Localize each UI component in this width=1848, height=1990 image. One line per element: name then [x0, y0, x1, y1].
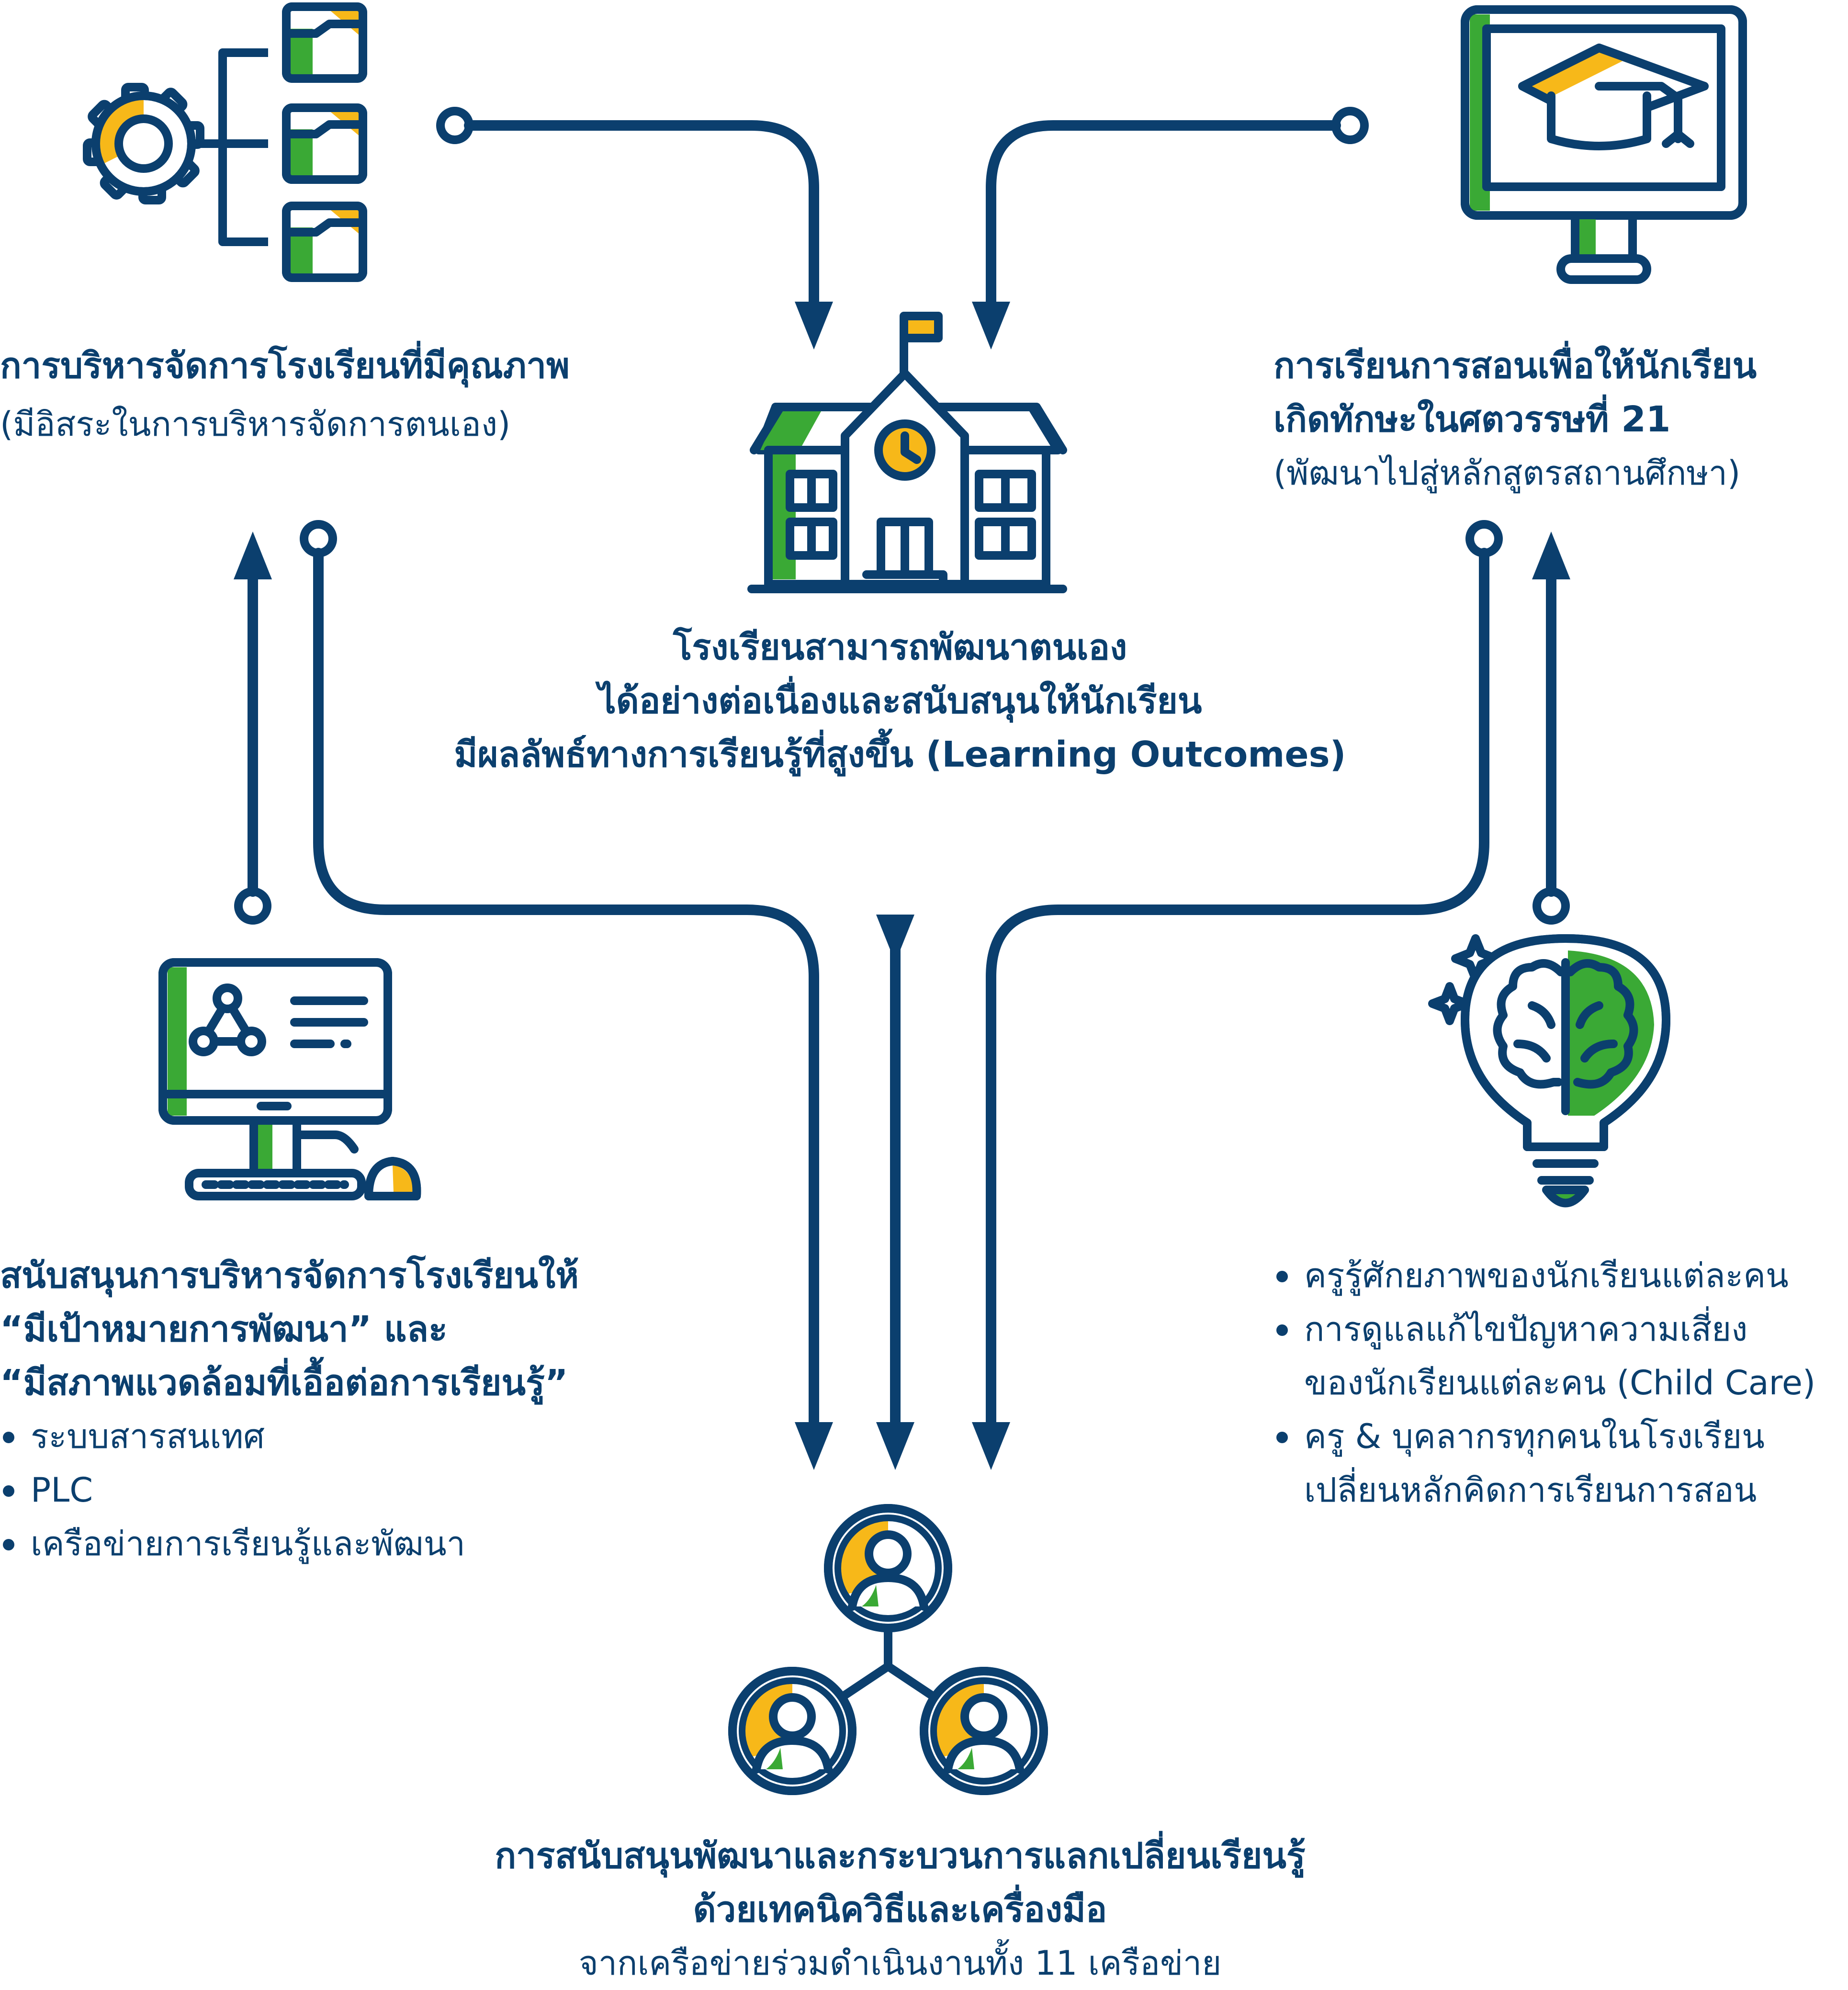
person-top	[824, 1504, 952, 1632]
connector-management-to-school	[436, 107, 833, 350]
school-line-3: มีผลลัพธ์ทางการเรียนรู้ที่สูงขึ้น (Learn…	[454, 734, 1346, 775]
support-bullet-item: PLC	[0, 1463, 579, 1517]
network-computer-icon	[158, 958, 421, 1200]
teachers-bullet-1-line-1: ครูรู้ศักยภาพของนักเรียนแต่ละคน	[1304, 1256, 1789, 1295]
management-subtitle: (มีอิสระในการบริหารจัดการตนเอง)	[0, 405, 511, 444]
teachers-bullet-list: ครูรู้ศักยภาพของนักเรียนแต่ละคน การดูแลแ…	[1273, 1249, 1815, 1356]
gear-folders-icon	[83, 2, 367, 282]
school-statement: โรงเรียนสามารถพัฒนาตนเอง ได้อย่างต่อเนื่…	[421, 621, 1379, 781]
support-bullet-item: ระบบสารสนเทศ	[0, 1410, 579, 1463]
school-building-icon	[747, 312, 1067, 593]
management-title: การบริหารจัดการโรงเรียนที่มีคุณภาพ	[0, 345, 570, 386]
support-block: สนับสนุนการบริหารจัดการโรงเรียนให้ “มีเป…	[0, 1249, 579, 1571]
person-left	[728, 1667, 856, 1795]
teachers-block: ครูรู้ศักยภาพของนักเรียนแต่ละคน การดูแลแ…	[1273, 1249, 1815, 1517]
support-bullet-item: เครือข่ายการเรียนรู้และพัฒนา	[0, 1517, 579, 1571]
teaching-block: การเรียนการสอนเพื่อให้นักเรียน เกิดทักษะ…	[1273, 339, 1757, 500]
teaching-title-line-1: การเรียนการสอนเพื่อให้นักเรียน	[1273, 345, 1757, 386]
teachers-bullet-list-continued: ครู & บุคลากรทุกคนในโรงเรียน	[1273, 1410, 1815, 1463]
connector-teaching-to-network	[972, 520, 1503, 1470]
teachers-bullet-3-line-1: ครู & บุคลากรทุกคนในโรงเรียน	[1304, 1417, 1765, 1456]
school-line-2: ได้อย่างต่อเนื่องและสนับสนุนให้นักเรียน	[598, 680, 1202, 722]
teaching-title-line-2: เกิดทักษะในศตวรรษที่ 21	[1273, 399, 1671, 440]
school-line-1: โรงเรียนสามารถพัฒนาตนเอง	[673, 627, 1127, 668]
teachers-bullet-item: ครู & บุคลากรทุกคนในโรงเรียน	[1273, 1410, 1815, 1463]
connectors	[234, 107, 1570, 1470]
support-title-line-1: สนับสนุนการบริหารจัดการโรงเรียนให้	[0, 1255, 579, 1296]
connector-teaching-to-school	[972, 107, 1369, 350]
teachers-bullet-item: ครูรู้ศักยภาพของนักเรียนแต่ละคน	[1273, 1249, 1815, 1302]
network-title-line-1: การสนับสนุนพัฒนาและกระบวนการแลกเปลี่ยนเร…	[495, 1835, 1306, 1877]
teachers-bullet-item: การดูแลแก้ไขปัญหาความเสี่ยง	[1273, 1302, 1815, 1356]
network-block: การสนับสนุนพัฒนาและกระบวนการแลกเปลี่ยนเร…	[302, 1829, 1499, 1990]
support-bullet-list: ระบบสารสนเทศ PLC เครือข่ายการเรียนรู้และ…	[0, 1410, 579, 1571]
connector-support-to-management	[234, 531, 272, 925]
connector-management-to-network	[300, 520, 833, 1470]
teachers-bullet-2-line-1: การดูแลแก้ไขปัญหาความเสี่ยง	[1304, 1310, 1748, 1349]
person-right	[920, 1667, 1048, 1795]
network-subtitle: จากเครือข่ายร่วมดำเนินงานทั้ง 11 เครือข่…	[578, 1944, 1222, 1983]
teaching-subtitle: (พัฒนาไปสู่หลักสูตรสถานศึกษา)	[1273, 453, 1741, 493]
brain-lightbulb-icon	[1428, 934, 1670, 1208]
network-title-line-2: ด้วยเทคนิควิธีและเครื่องมือ	[693, 1889, 1107, 1930]
teachers-bullet-3-line-2: เปลี่ยนหลักคิดการเรียนการสอน	[1304, 1470, 1757, 1510]
people-network-icon	[728, 1504, 1048, 1795]
teachers-bullet-2-line-2: ของนักเรียนแต่ละคน (Child Care)	[1304, 1363, 1816, 1402]
support-title-line-2: “มีเป้าหมายการพัฒนา” และ	[0, 1309, 448, 1350]
graduation-monitor-icon	[1461, 5, 1747, 284]
connector-brain-to-teaching	[1532, 531, 1570, 925]
support-title-line-3: “มีสภาพแวดล้อมที่เอื้อต่อการเรียนรู้”	[0, 1362, 568, 1403]
